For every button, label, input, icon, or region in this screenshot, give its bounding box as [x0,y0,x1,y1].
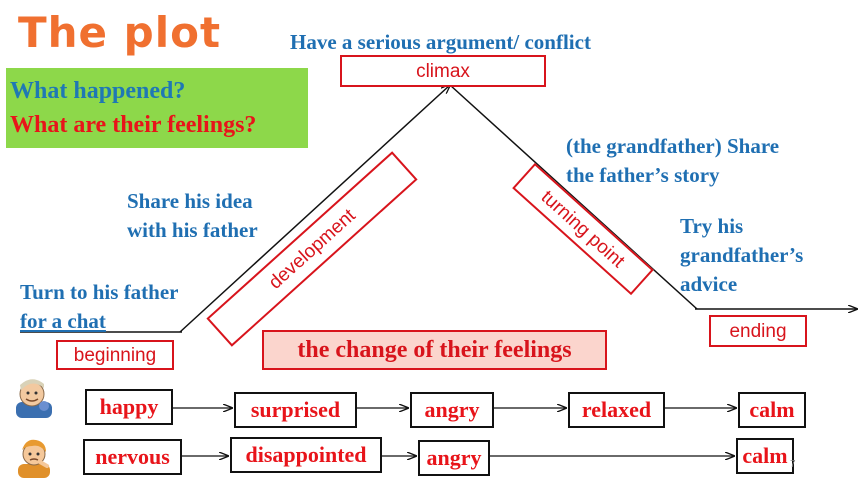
feelings-heading: the change of their feelings [262,330,607,370]
father-feeling-2: surprised [234,392,357,428]
father-feeling-3: angry [410,392,494,428]
page-number: 7 [790,459,796,470]
beginning-event: Turn to his father for a chat [20,280,179,333]
stage-climax: climax [340,55,546,87]
climax-event: Have a serious argument/ conflict [290,30,591,54]
question-what-happened: What happened? [10,78,186,104]
son-feeling-2: disappointed [230,437,382,473]
turning-point-event: (the grandfather) Share the father’s sto… [566,134,780,187]
father-feeling-4: relaxed [568,392,665,428]
father-face-icon [16,379,52,418]
slide-title: The plot [18,8,222,57]
development-event: Share his idea with his father [127,189,258,242]
father-feeling-5: calm [738,392,806,428]
son-face-icon [18,439,50,478]
son-feeling-3: angry [418,440,490,476]
stage-beginning: beginning [56,340,174,370]
ending-event: Try his grandfather’s advice [680,214,804,296]
stage-ending: ending [709,315,807,347]
father-feeling-1: happy [85,389,173,425]
rising-line [179,85,450,333]
question-feelings: What are their feelings? [10,112,257,138]
son-feeling-1: nervous [83,439,182,475]
son-feeling-4: calm [736,438,794,474]
question-box [6,68,308,148]
